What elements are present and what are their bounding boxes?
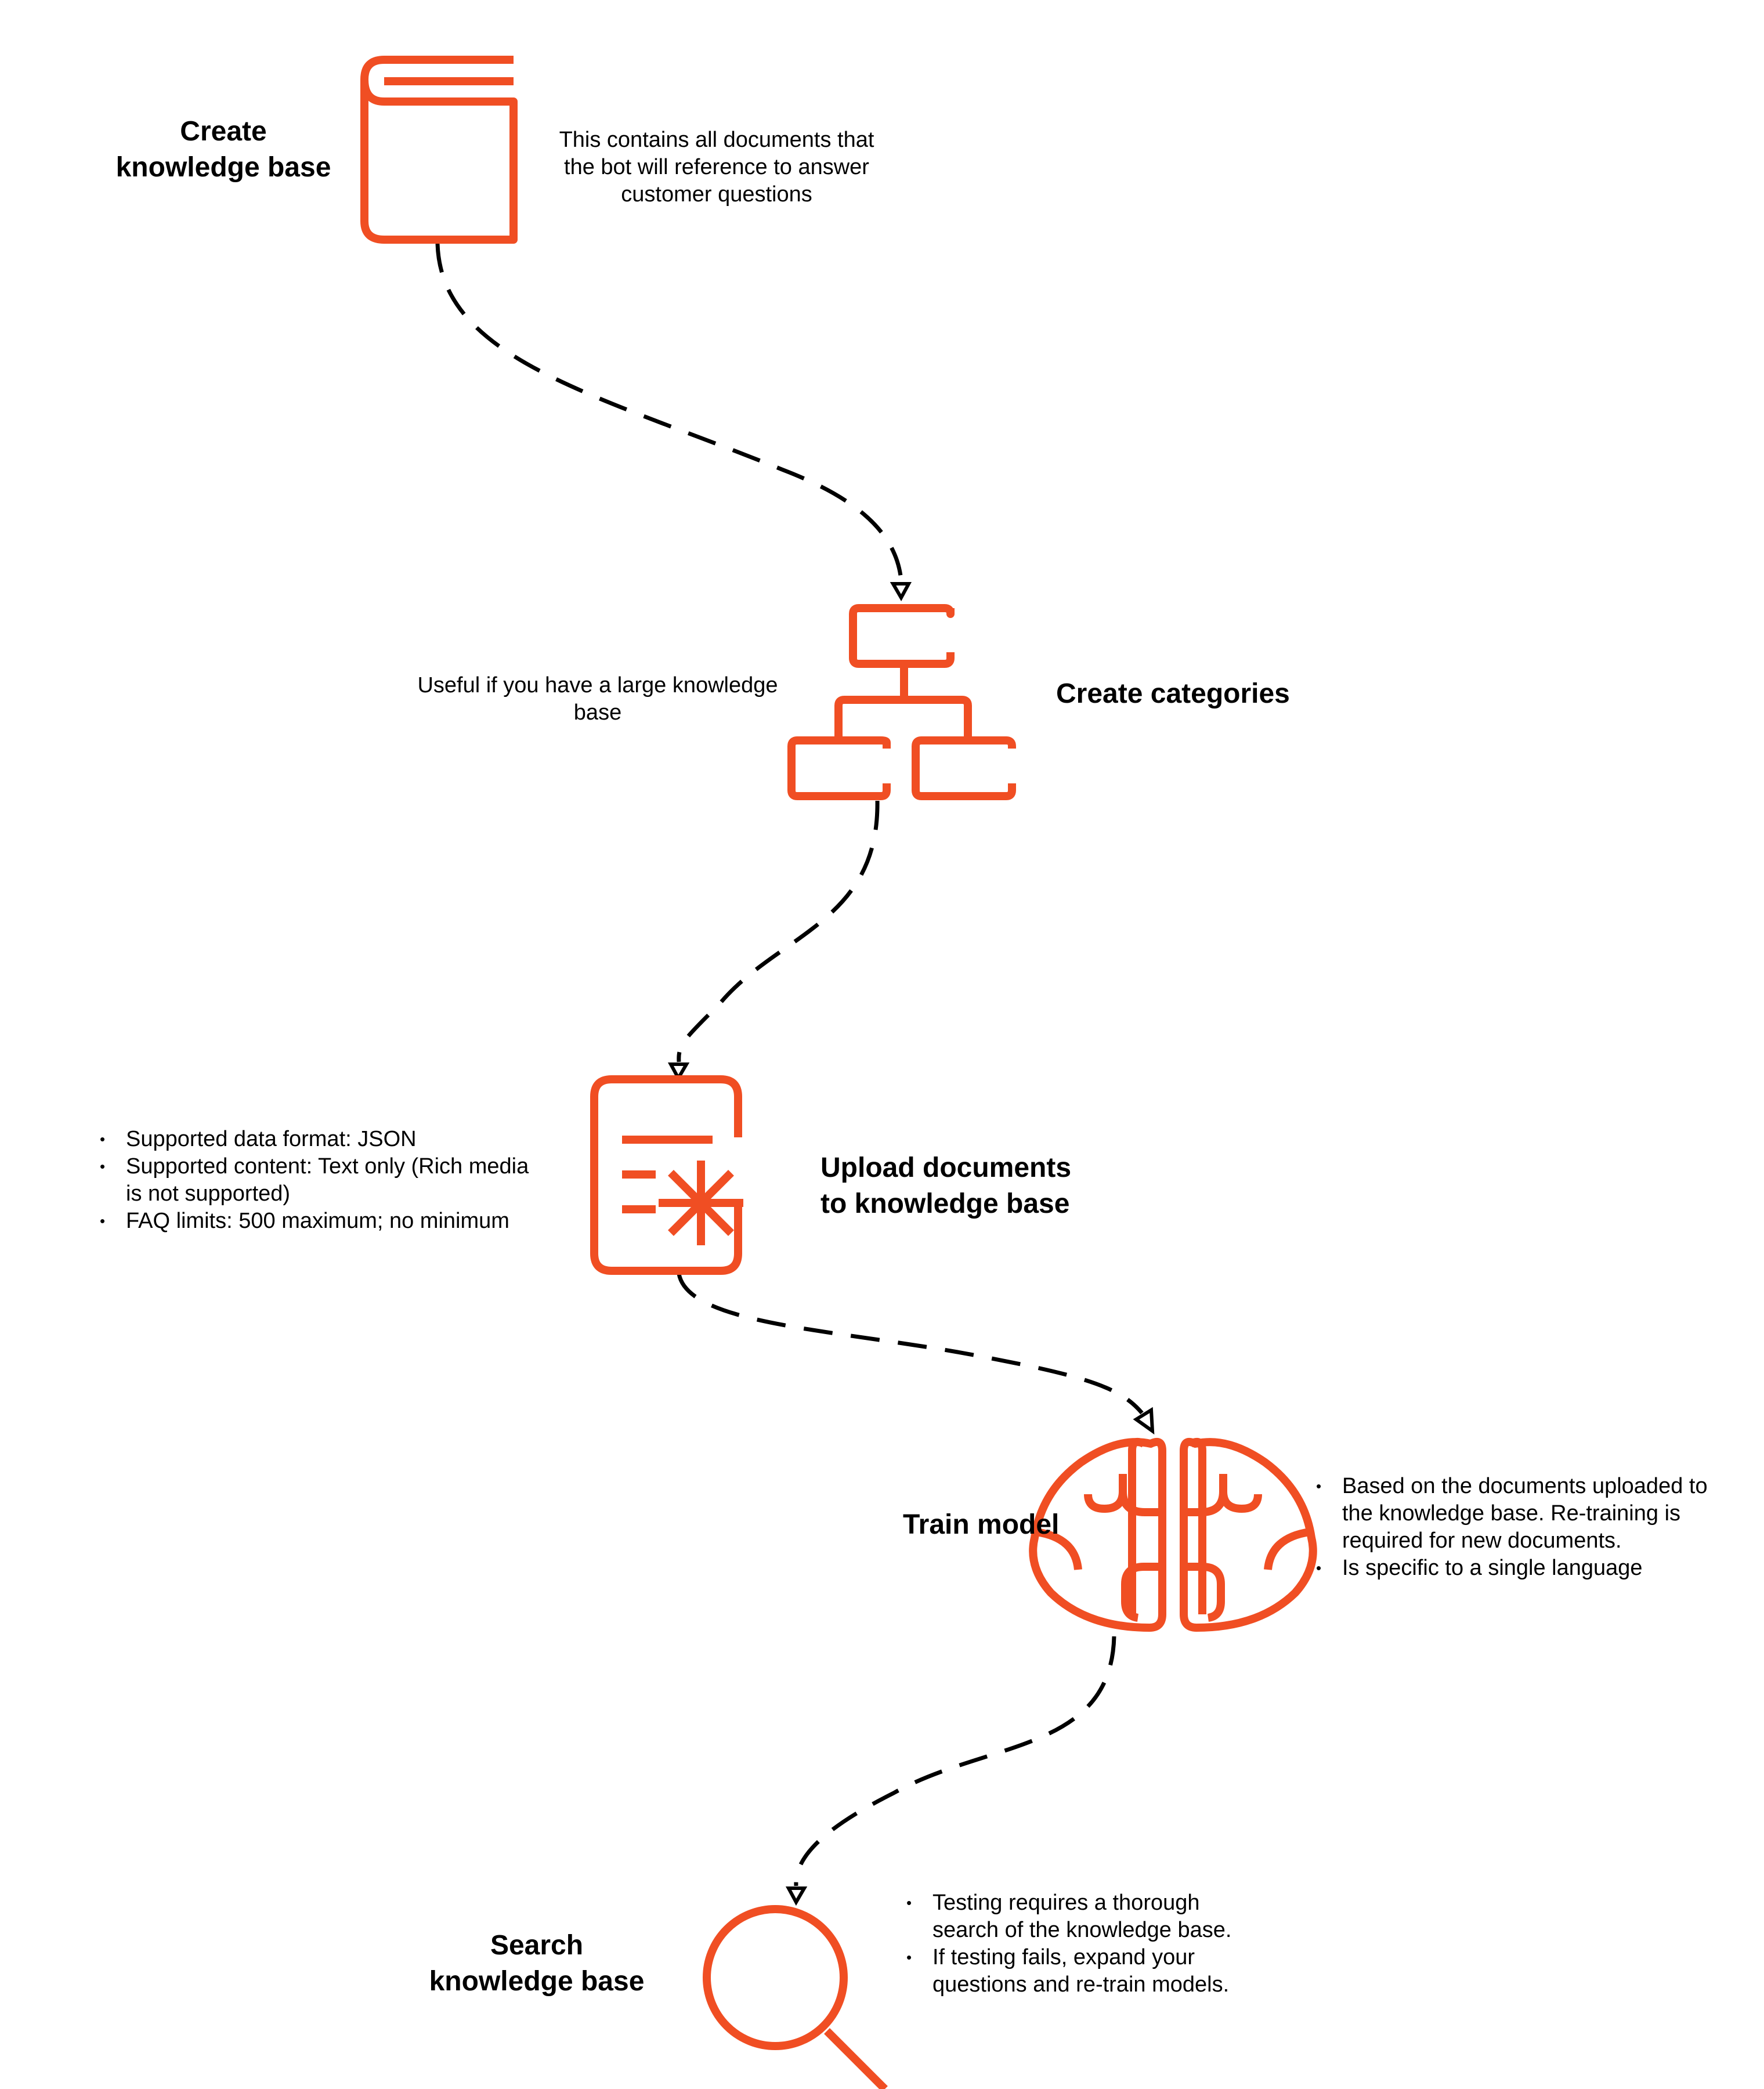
arrowhead-2 xyxy=(667,1062,690,1082)
brain-icon xyxy=(1029,1438,1317,1632)
arrowhead-1 xyxy=(890,582,912,602)
arrowheads xyxy=(667,582,1155,1906)
list-item: Supported data format: JSON xyxy=(99,1126,563,1153)
magnifier-icon xyxy=(703,1905,888,2089)
step-note-create-categories: Useful if you have a large knowledge bas… xyxy=(417,673,778,725)
step-title-create-categories: Create categories xyxy=(1056,678,1290,709)
hierarchy-icon xyxy=(787,604,1016,800)
step-note-create-knowledge-base: This contains all documents that the bot… xyxy=(559,128,874,207)
step-bullets-upload-documents: Supported data format: JSON Supported co… xyxy=(99,1126,563,1235)
step-title-create-knowledge-base: Create knowledge base xyxy=(115,116,331,183)
step-title-search-knowledge-base: Search knowledge base xyxy=(429,1930,645,1997)
arrowhead-3 xyxy=(1133,1407,1155,1435)
list-item: Is specific to a single language xyxy=(1315,1555,1756,1582)
connector-3 xyxy=(677,1273,1144,1415)
connector-2 xyxy=(677,800,880,1062)
connector-4 xyxy=(794,1636,1116,1886)
list-item: Supported content: Text only (Rich media… xyxy=(99,1153,563,1208)
book-icon xyxy=(360,56,518,244)
list-item: FAQ limits: 500 maximum; no minimum xyxy=(99,1208,563,1235)
step-title-upload-documents: Upload documents to knowledge base xyxy=(820,1152,1072,1219)
arrowhead-4 xyxy=(785,1886,808,1906)
connector-1 xyxy=(435,243,903,581)
document-asterisk-icon xyxy=(590,1075,743,1275)
step-title-train-model: Train model xyxy=(903,1509,1060,1540)
connectors xyxy=(435,243,1144,1886)
